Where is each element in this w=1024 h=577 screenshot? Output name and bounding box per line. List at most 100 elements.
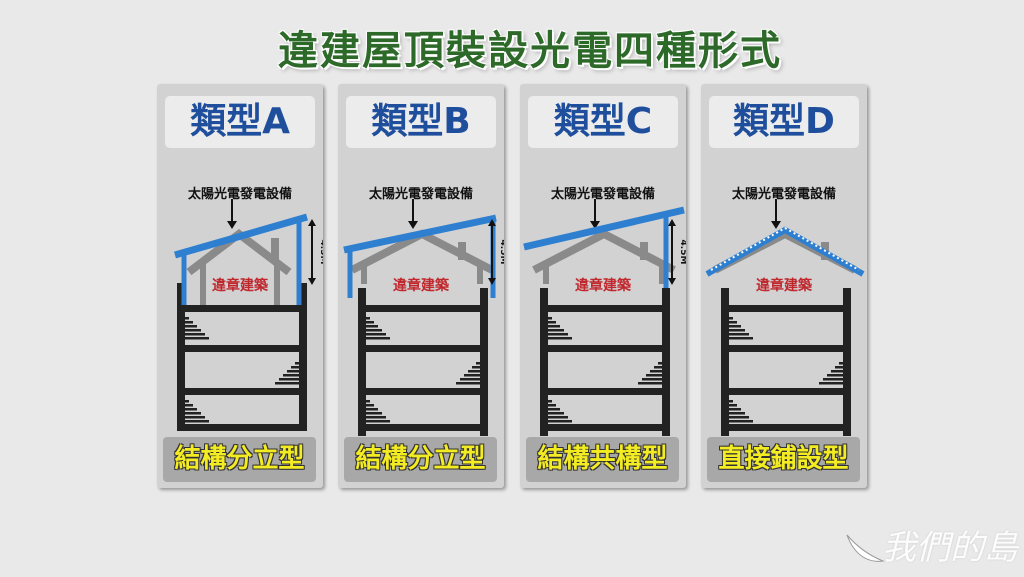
stair-step: [729, 337, 753, 340]
stair-step: [295, 362, 299, 365]
device-label: 太陽光電發電設備: [368, 187, 473, 202]
stair-step: [185, 333, 205, 336]
panel-hatching: [710, 226, 860, 271]
stair-step: [283, 374, 299, 377]
stair-step: [729, 317, 733, 320]
stair-step: [729, 416, 749, 419]
device-label: 太陽光電發電設備: [187, 187, 292, 202]
arrow-down-icon: [308, 278, 316, 285]
stair-step: [658, 362, 662, 365]
device-label: 太陽光電發電設備: [731, 187, 836, 202]
arrow-up-icon: [488, 219, 496, 226]
stair-step: [287, 370, 299, 373]
stair-step: [831, 370, 843, 373]
stair-step: [548, 400, 552, 403]
building-wall-right: [299, 283, 307, 431]
arrow-up-icon: [668, 219, 676, 226]
solar-panel-roof: [174, 213, 308, 259]
chimney: [458, 242, 466, 260]
solar-panel-roof: [523, 206, 685, 251]
panel-type-d: 類型D 太陽光電發電設備 違章建築 直接鋪設型: [701, 84, 867, 488]
stair-step: [366, 416, 386, 419]
stair-step: [366, 420, 390, 423]
stair-step: [366, 412, 382, 415]
floor-slab: [721, 345, 851, 352]
stair-step: [646, 374, 662, 377]
stair-step: [548, 333, 568, 336]
arrow-head-icon: [590, 221, 600, 229]
stair-step: [638, 382, 662, 385]
floor-slab: [540, 305, 670, 312]
height-label: 4.5M: [318, 240, 323, 265]
stair-step: [839, 362, 843, 365]
floor-slab: [721, 424, 851, 431]
floor-slab: [177, 388, 307, 395]
stair-step: [185, 317, 189, 320]
stair-step: [456, 382, 480, 385]
floor-slab: [358, 388, 488, 395]
stair-step: [279, 378, 299, 381]
stair-step: [729, 412, 745, 415]
stair-step: [185, 412, 201, 415]
type-label: 類型B: [346, 96, 496, 148]
stair-step: [548, 329, 564, 332]
stair-step: [366, 325, 378, 328]
type-label: 類型C: [528, 96, 678, 148]
stair-step: [548, 317, 552, 320]
building-diagram: [705, 199, 865, 436]
stair-step: [185, 329, 201, 332]
stair-step: [729, 333, 749, 336]
floor-slab: [177, 424, 307, 431]
stair-step: [460, 378, 480, 381]
illegal-building-label: 違章建築: [575, 278, 631, 294]
panel-type-a: 4.5M 類型A 太陽光電發電設備 違章建築 結構分立型: [157, 84, 323, 488]
stair-step: [823, 378, 843, 381]
chimney: [271, 238, 279, 260]
stair-step: [366, 404, 374, 407]
stair-step: [548, 416, 568, 419]
form-label: 結構分立型: [344, 437, 497, 482]
building-wall-right: [843, 288, 851, 436]
panel-type-c: 4.5M 類型C 太陽光電發電設備 違章建築 結構共構型: [520, 84, 686, 488]
house-roof: [532, 229, 676, 274]
stair-step: [476, 362, 480, 365]
stair-step: [366, 337, 390, 340]
floor-slab: [177, 345, 307, 352]
arrow-head-icon: [227, 221, 237, 229]
stair-step: [366, 333, 386, 336]
stair-step: [366, 329, 382, 332]
building-wall-left: [177, 283, 185, 431]
panel-type-b: 4.5M 類型B 太陽光電發電設備 違章建築 結構分立型: [338, 84, 504, 488]
stair-step: [185, 400, 189, 403]
stair-step: [185, 408, 197, 411]
floor-slab: [721, 305, 851, 312]
form-label: 直接鋪設型: [707, 437, 860, 482]
page-title: 違建屋頂裝設光電四種形式: [278, 28, 782, 74]
building-wall-left: [540, 288, 548, 436]
stair-step: [468, 370, 480, 373]
arrow-down-icon: [668, 278, 676, 285]
stair-step: [185, 321, 193, 324]
arrow-head-icon: [408, 221, 418, 229]
illegal-building-label: 違章建築: [393, 278, 449, 294]
stair-step: [819, 382, 843, 385]
stair-step: [366, 317, 370, 320]
floor-slab: [540, 424, 670, 431]
stair-step: [654, 366, 662, 369]
stair-step: [366, 321, 374, 324]
stair-step: [548, 404, 556, 407]
stair-step: [185, 337, 209, 340]
stair-step: [729, 404, 737, 407]
floor-slab: [358, 424, 488, 431]
floor-slab: [721, 388, 851, 395]
stair-step: [185, 404, 193, 407]
stair-step: [548, 337, 572, 340]
watermark: 我們的島: [882, 528, 1018, 568]
house-roof: [713, 229, 857, 274]
solar-panel-roof: [343, 214, 497, 254]
stair-step: [548, 412, 564, 415]
building-wall-left: [358, 288, 366, 436]
illegal-building-label: 違章建築: [212, 278, 268, 294]
stair-step: [185, 325, 197, 328]
floor-slab: [358, 345, 488, 352]
